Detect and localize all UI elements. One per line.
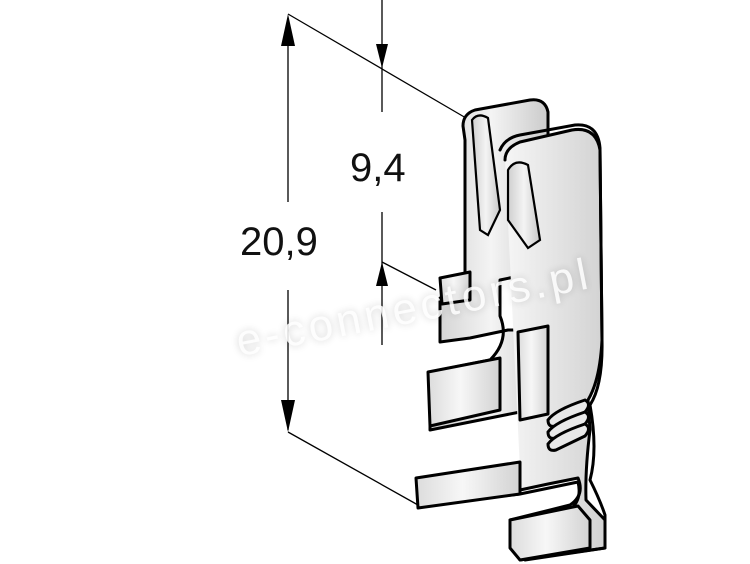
spring-tongue (470, 114, 542, 250)
dimension-arrows (281, 14, 388, 432)
dimension-label-partial: 9,4 (350, 146, 406, 190)
crimp-ribs (546, 398, 590, 452)
dimension-label-overall: 20,9 (240, 220, 318, 264)
